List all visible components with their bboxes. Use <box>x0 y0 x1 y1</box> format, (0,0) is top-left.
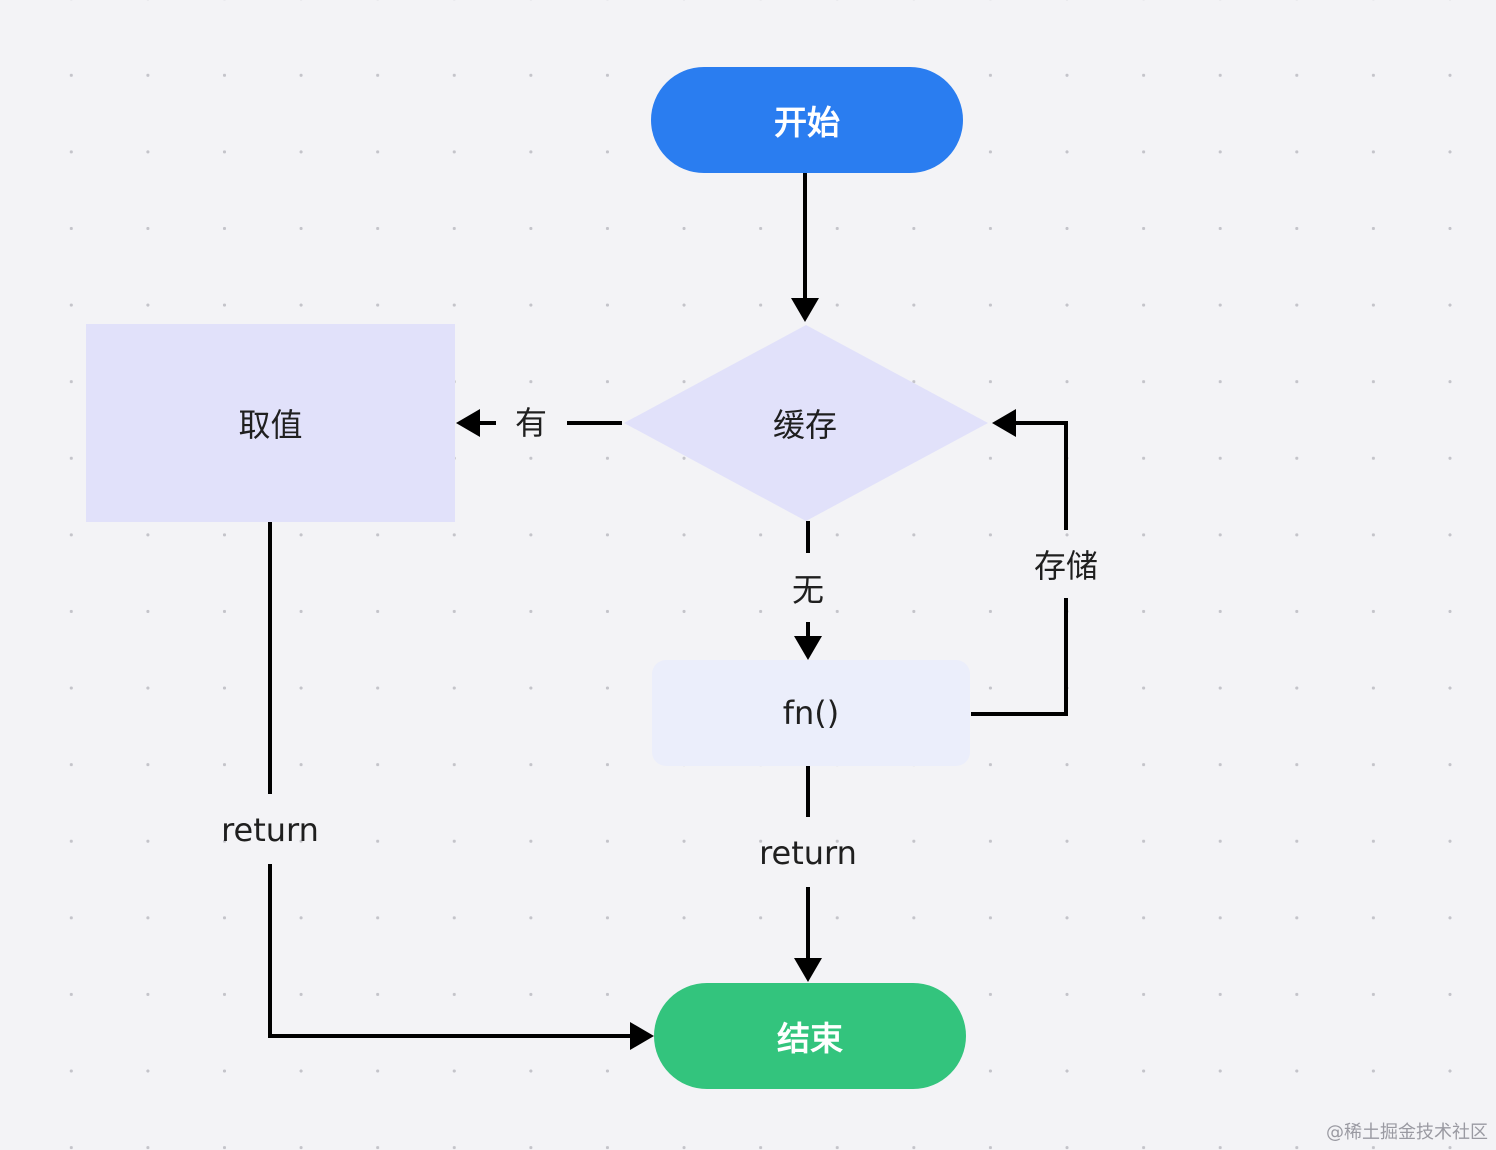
edge-store-line-bottom <box>971 598 1068 716</box>
edge-label-store: 存储 <box>1033 547 1098 585</box>
fn-call-label: fn() <box>782 694 840 732</box>
edge-label-none: 无 <box>791 571 824 609</box>
edge-start-to-cache-arrowhead <box>791 298 819 322</box>
edge-label-return-left: return <box>221 811 319 849</box>
end-node-label: 结束 <box>777 1019 843 1058</box>
fn-call-node[interactable]: fn() <box>652 660 970 766</box>
cache-decision-label: 缓存 <box>772 406 837 444</box>
edge-return-mid-arrowhead <box>794 958 822 982</box>
edge-store-line-top <box>1014 421 1068 530</box>
edge-label-has: 有 <box>514 404 547 442</box>
cache-decision-diamond <box>624 325 988 521</box>
watermark: @稀土掘金技术社区 <box>1326 1122 1488 1143</box>
edge-return-left-line-bottom <box>268 864 632 1038</box>
start-node[interactable]: 开始 <box>651 67 963 173</box>
end-node[interactable]: 结束 <box>654 983 966 1089</box>
edge-label-return-mid: return <box>759 834 857 872</box>
fetch-value-label: 取值 <box>238 406 303 444</box>
edge-store-arrowhead <box>992 409 1016 437</box>
fetch-value-node[interactable]: 取值 <box>86 324 455 522</box>
edge-return-left-arrowhead <box>630 1022 654 1050</box>
edge-has-arrowhead <box>456 409 480 437</box>
edge-none-arrowhead <box>794 636 822 660</box>
start-node-label: 开始 <box>774 103 840 142</box>
